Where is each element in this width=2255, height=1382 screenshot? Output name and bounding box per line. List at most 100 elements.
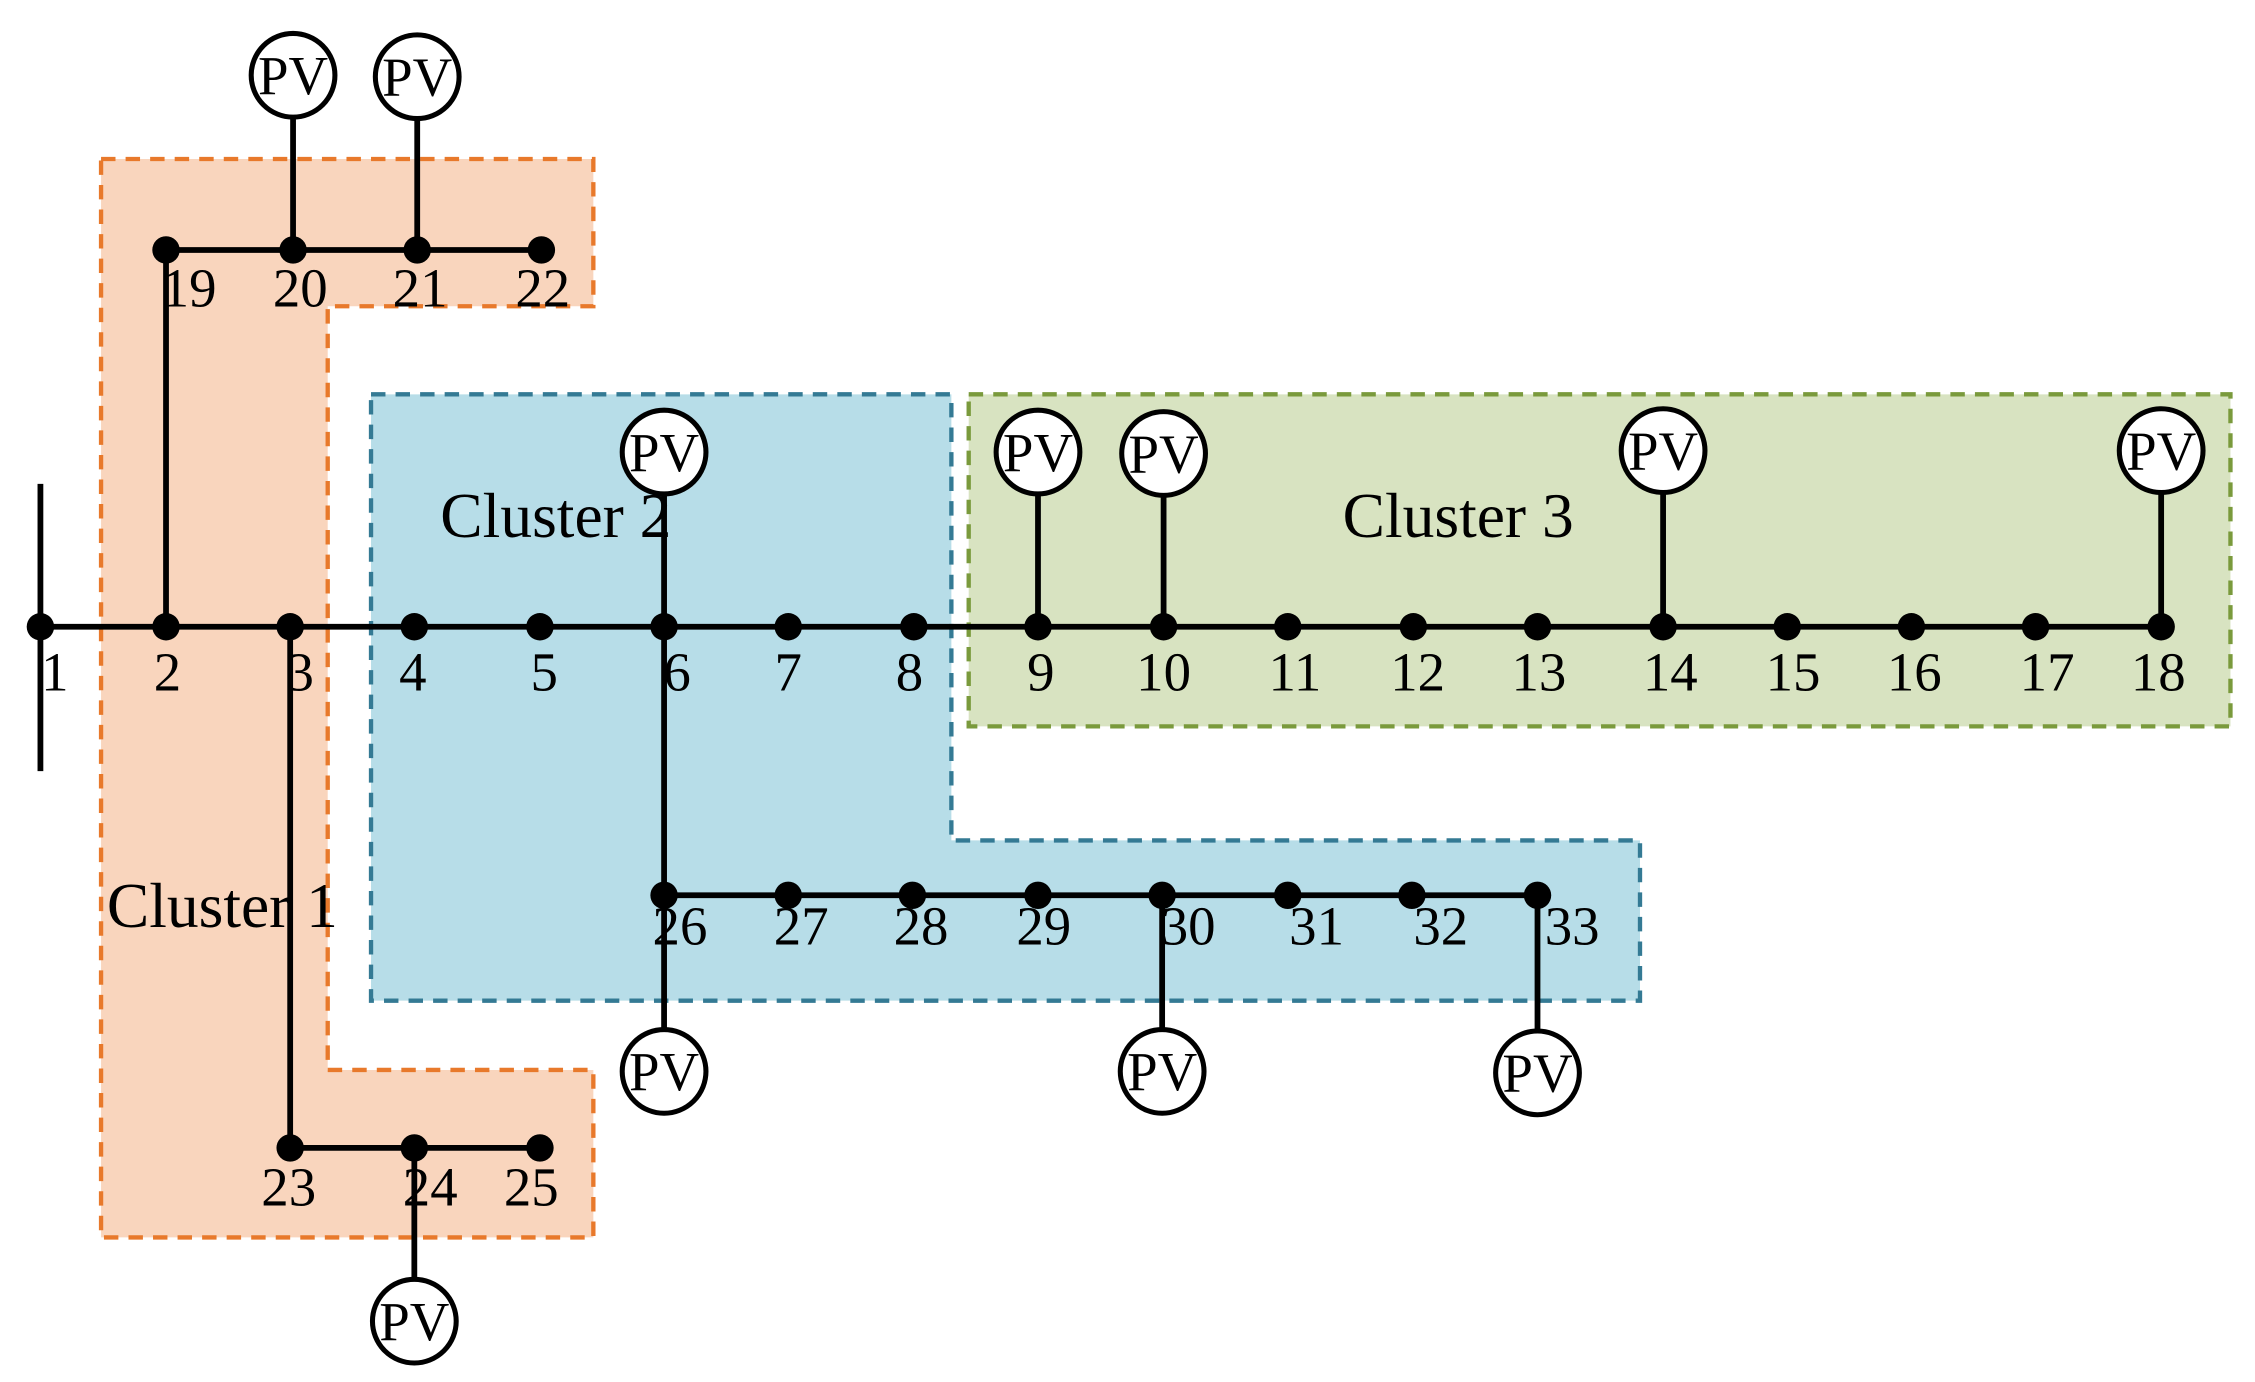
bus-node-6 bbox=[650, 613, 678, 641]
bus-label-16: 16 bbox=[1887, 641, 1942, 702]
bus-node-14 bbox=[1649, 613, 1677, 641]
bus-label-8: 8 bbox=[896, 641, 923, 702]
bus-node-33 bbox=[1523, 881, 1552, 909]
pv-circle bbox=[1117, 1027, 1207, 1116]
bus-node-11 bbox=[1274, 613, 1302, 641]
bus-node-30 bbox=[1148, 881, 1176, 909]
bus-node-15 bbox=[1773, 613, 1801, 641]
pv-label: PV bbox=[1502, 1043, 1572, 1104]
pv-label: PV bbox=[382, 46, 452, 107]
cluster-2-label: Cluster 2 bbox=[440, 480, 671, 551]
bus-node-7 bbox=[774, 613, 802, 641]
bus-node-32 bbox=[1398, 881, 1426, 909]
bus-nodes bbox=[26, 236, 2175, 1162]
pv-circle bbox=[1618, 406, 1708, 496]
pv-circle bbox=[369, 1276, 459, 1366]
bus-node-26 bbox=[650, 881, 678, 909]
pv-connections bbox=[290, 117, 2165, 1280]
bus-label-28: 28 bbox=[894, 895, 949, 956]
pv-unit-bus-14: PV bbox=[1618, 406, 1708, 496]
pv-unit-bus-9: PV bbox=[993, 407, 1083, 497]
pv-label: PV bbox=[2126, 420, 2196, 481]
bus-node-17 bbox=[2021, 613, 2050, 641]
pv-unit-bus-30: PV bbox=[1117, 1027, 1207, 1116]
bus-node-16 bbox=[1897, 613, 1926, 641]
bus-node-23 bbox=[276, 1134, 304, 1162]
bus-node-27 bbox=[774, 881, 802, 909]
bus-label-31: 31 bbox=[1289, 895, 1344, 956]
bus-label-15: 15 bbox=[1766, 641, 1821, 702]
bus-label-18: 18 bbox=[2131, 641, 2186, 702]
bus-label-24: 24 bbox=[403, 1157, 458, 1218]
bus-node-4 bbox=[400, 613, 429, 641]
bus-label-10: 10 bbox=[1136, 641, 1191, 702]
bus-label-19: 19 bbox=[162, 257, 217, 318]
pv-label: PV bbox=[1127, 1041, 1197, 1102]
pv-circle bbox=[248, 30, 338, 120]
bus-node-25 bbox=[526, 1134, 554, 1162]
bus-node-5 bbox=[526, 613, 554, 641]
pv-units: PV PV PV PV PV PV PV PV PV PV PV bbox=[248, 30, 2206, 1366]
bus-node-3 bbox=[276, 613, 304, 641]
pv-label: PV bbox=[1628, 420, 1698, 481]
bus-label-9: 9 bbox=[1027, 641, 1054, 702]
bus-node-20 bbox=[279, 236, 307, 264]
bus-label-23: 23 bbox=[261, 1157, 316, 1218]
pv-circle bbox=[2116, 406, 2206, 496]
cluster-3-region bbox=[966, 392, 2233, 729]
bus-label-29: 29 bbox=[1016, 895, 1071, 956]
pv-unit-bus-10: PV bbox=[1119, 409, 1208, 498]
bus-node-29 bbox=[1024, 881, 1052, 909]
pv-circle bbox=[993, 407, 1083, 497]
bus-node-13 bbox=[1523, 613, 1552, 641]
pv-circle bbox=[1493, 1028, 1582, 1118]
cluster-labels: Cluster 1 Cluster 2 Cluster 3 bbox=[107, 480, 1574, 941]
bus-label-21: 21 bbox=[393, 257, 448, 318]
bus-label-2: 2 bbox=[154, 641, 181, 702]
bus-node-8 bbox=[900, 613, 928, 641]
pv-unit-bus-18: PV bbox=[2116, 406, 2206, 496]
cluster-regions bbox=[98, 156, 2233, 1240]
pv-unit-bus-33: PV bbox=[1493, 1028, 1582, 1118]
bus-label-12: 12 bbox=[1390, 641, 1445, 702]
cluster-2-region bbox=[368, 392, 1643, 1003]
bus-node-19 bbox=[152, 236, 180, 264]
bus-label-3: 3 bbox=[287, 641, 314, 702]
bus-node-10 bbox=[1149, 613, 1178, 641]
bus-label-4: 4 bbox=[399, 641, 426, 702]
bus-node-12 bbox=[1399, 613, 1428, 641]
pv-circle bbox=[372, 32, 462, 122]
pv-unit-bus-6: PV bbox=[619, 407, 709, 497]
bus-node-2 bbox=[152, 613, 180, 641]
pv-circle bbox=[619, 407, 709, 497]
pv-unit-bus-20: PV bbox=[248, 30, 338, 120]
bus-label-13: 13 bbox=[1512, 641, 1567, 702]
bus-label-27: 27 bbox=[774, 895, 829, 956]
pv-label: PV bbox=[629, 1041, 699, 1102]
branches bbox=[40, 247, 2162, 1151]
bus-node-21 bbox=[403, 236, 431, 264]
bus-label-26: 26 bbox=[653, 895, 708, 956]
pv-label: PV bbox=[629, 422, 699, 483]
bus-node-28 bbox=[898, 881, 927, 909]
bus-node-24 bbox=[400, 1134, 429, 1162]
bus-node-1 bbox=[26, 613, 55, 641]
pv-circle bbox=[619, 1027, 709, 1116]
pv-label: PV bbox=[1003, 422, 1073, 483]
bus-label-7: 7 bbox=[775, 641, 802, 702]
bus-label-25: 25 bbox=[504, 1157, 559, 1218]
bus-label-22: 22 bbox=[515, 257, 570, 318]
pv-unit-bus-21: PV bbox=[372, 32, 462, 122]
bus-node-22 bbox=[527, 236, 556, 264]
pv-label: PV bbox=[258, 45, 328, 106]
bus-label-14: 14 bbox=[1643, 641, 1698, 702]
pv-label: PV bbox=[1129, 423, 1199, 484]
bus-node-9 bbox=[1024, 613, 1052, 641]
cluster-1-region bbox=[98, 156, 596, 1240]
pv-label: PV bbox=[379, 1291, 449, 1352]
bus-label-11: 11 bbox=[1269, 641, 1322, 702]
bus-label-32: 32 bbox=[1413, 895, 1468, 956]
cluster-1-label: Cluster 1 bbox=[107, 870, 338, 941]
pv-unit-bus-26: PV bbox=[619, 1027, 709, 1116]
